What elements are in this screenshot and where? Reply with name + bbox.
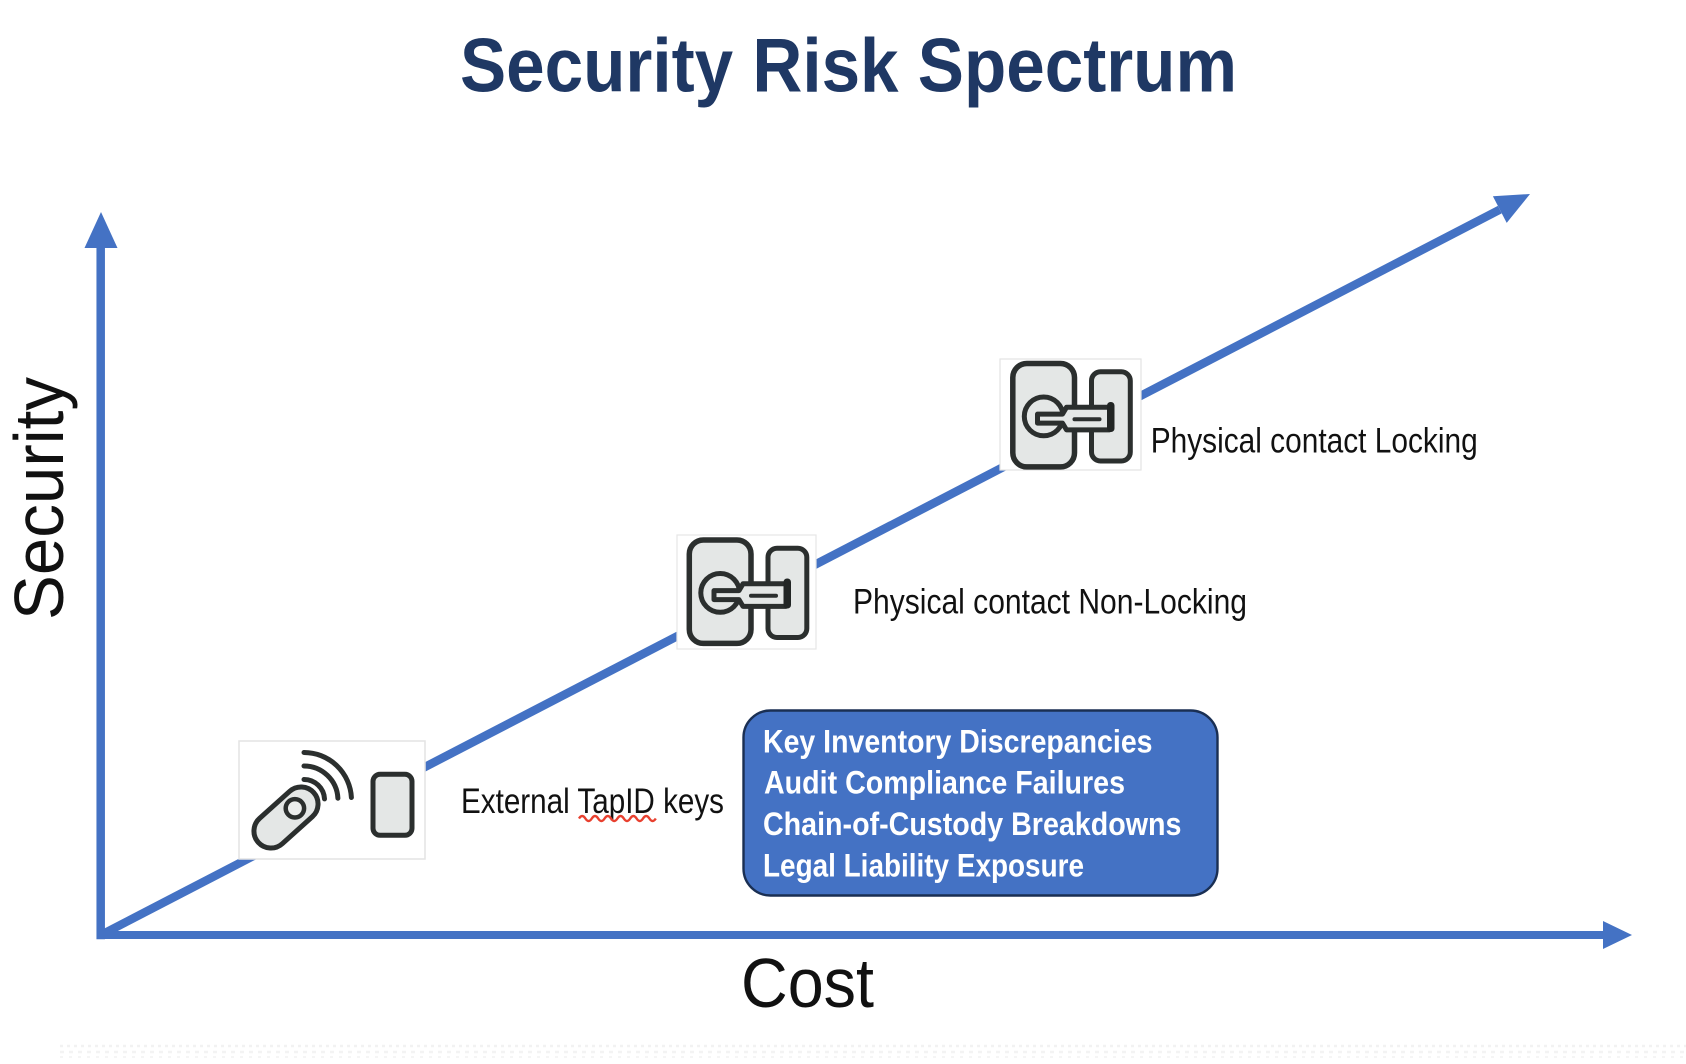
svg-text:Chain-of-Custody Breakdowns: Chain-of-Custody Breakdowns [763,806,1181,842]
svg-text:Key Inventory Discrepancies: Key Inventory Discrepancies [763,723,1153,759]
svg-text:Physical contact Non-Locking: Physical contact Non-Locking [853,582,1247,621]
svg-text:Cost: Cost [741,944,874,1022]
svg-text:Legal Liability Exposure: Legal Liability Exposure [763,847,1084,883]
svg-text:External TapID keys: External TapID keys [461,782,724,821]
svg-text:Audit Compliance Failures: Audit Compliance Failures [764,765,1125,801]
svg-text:Security Risk Spectrum: Security Risk Spectrum [460,24,1237,109]
svg-text:Physical contact Locking: Physical contact Locking [1151,422,1478,461]
svg-text:Security: Security [0,377,78,620]
